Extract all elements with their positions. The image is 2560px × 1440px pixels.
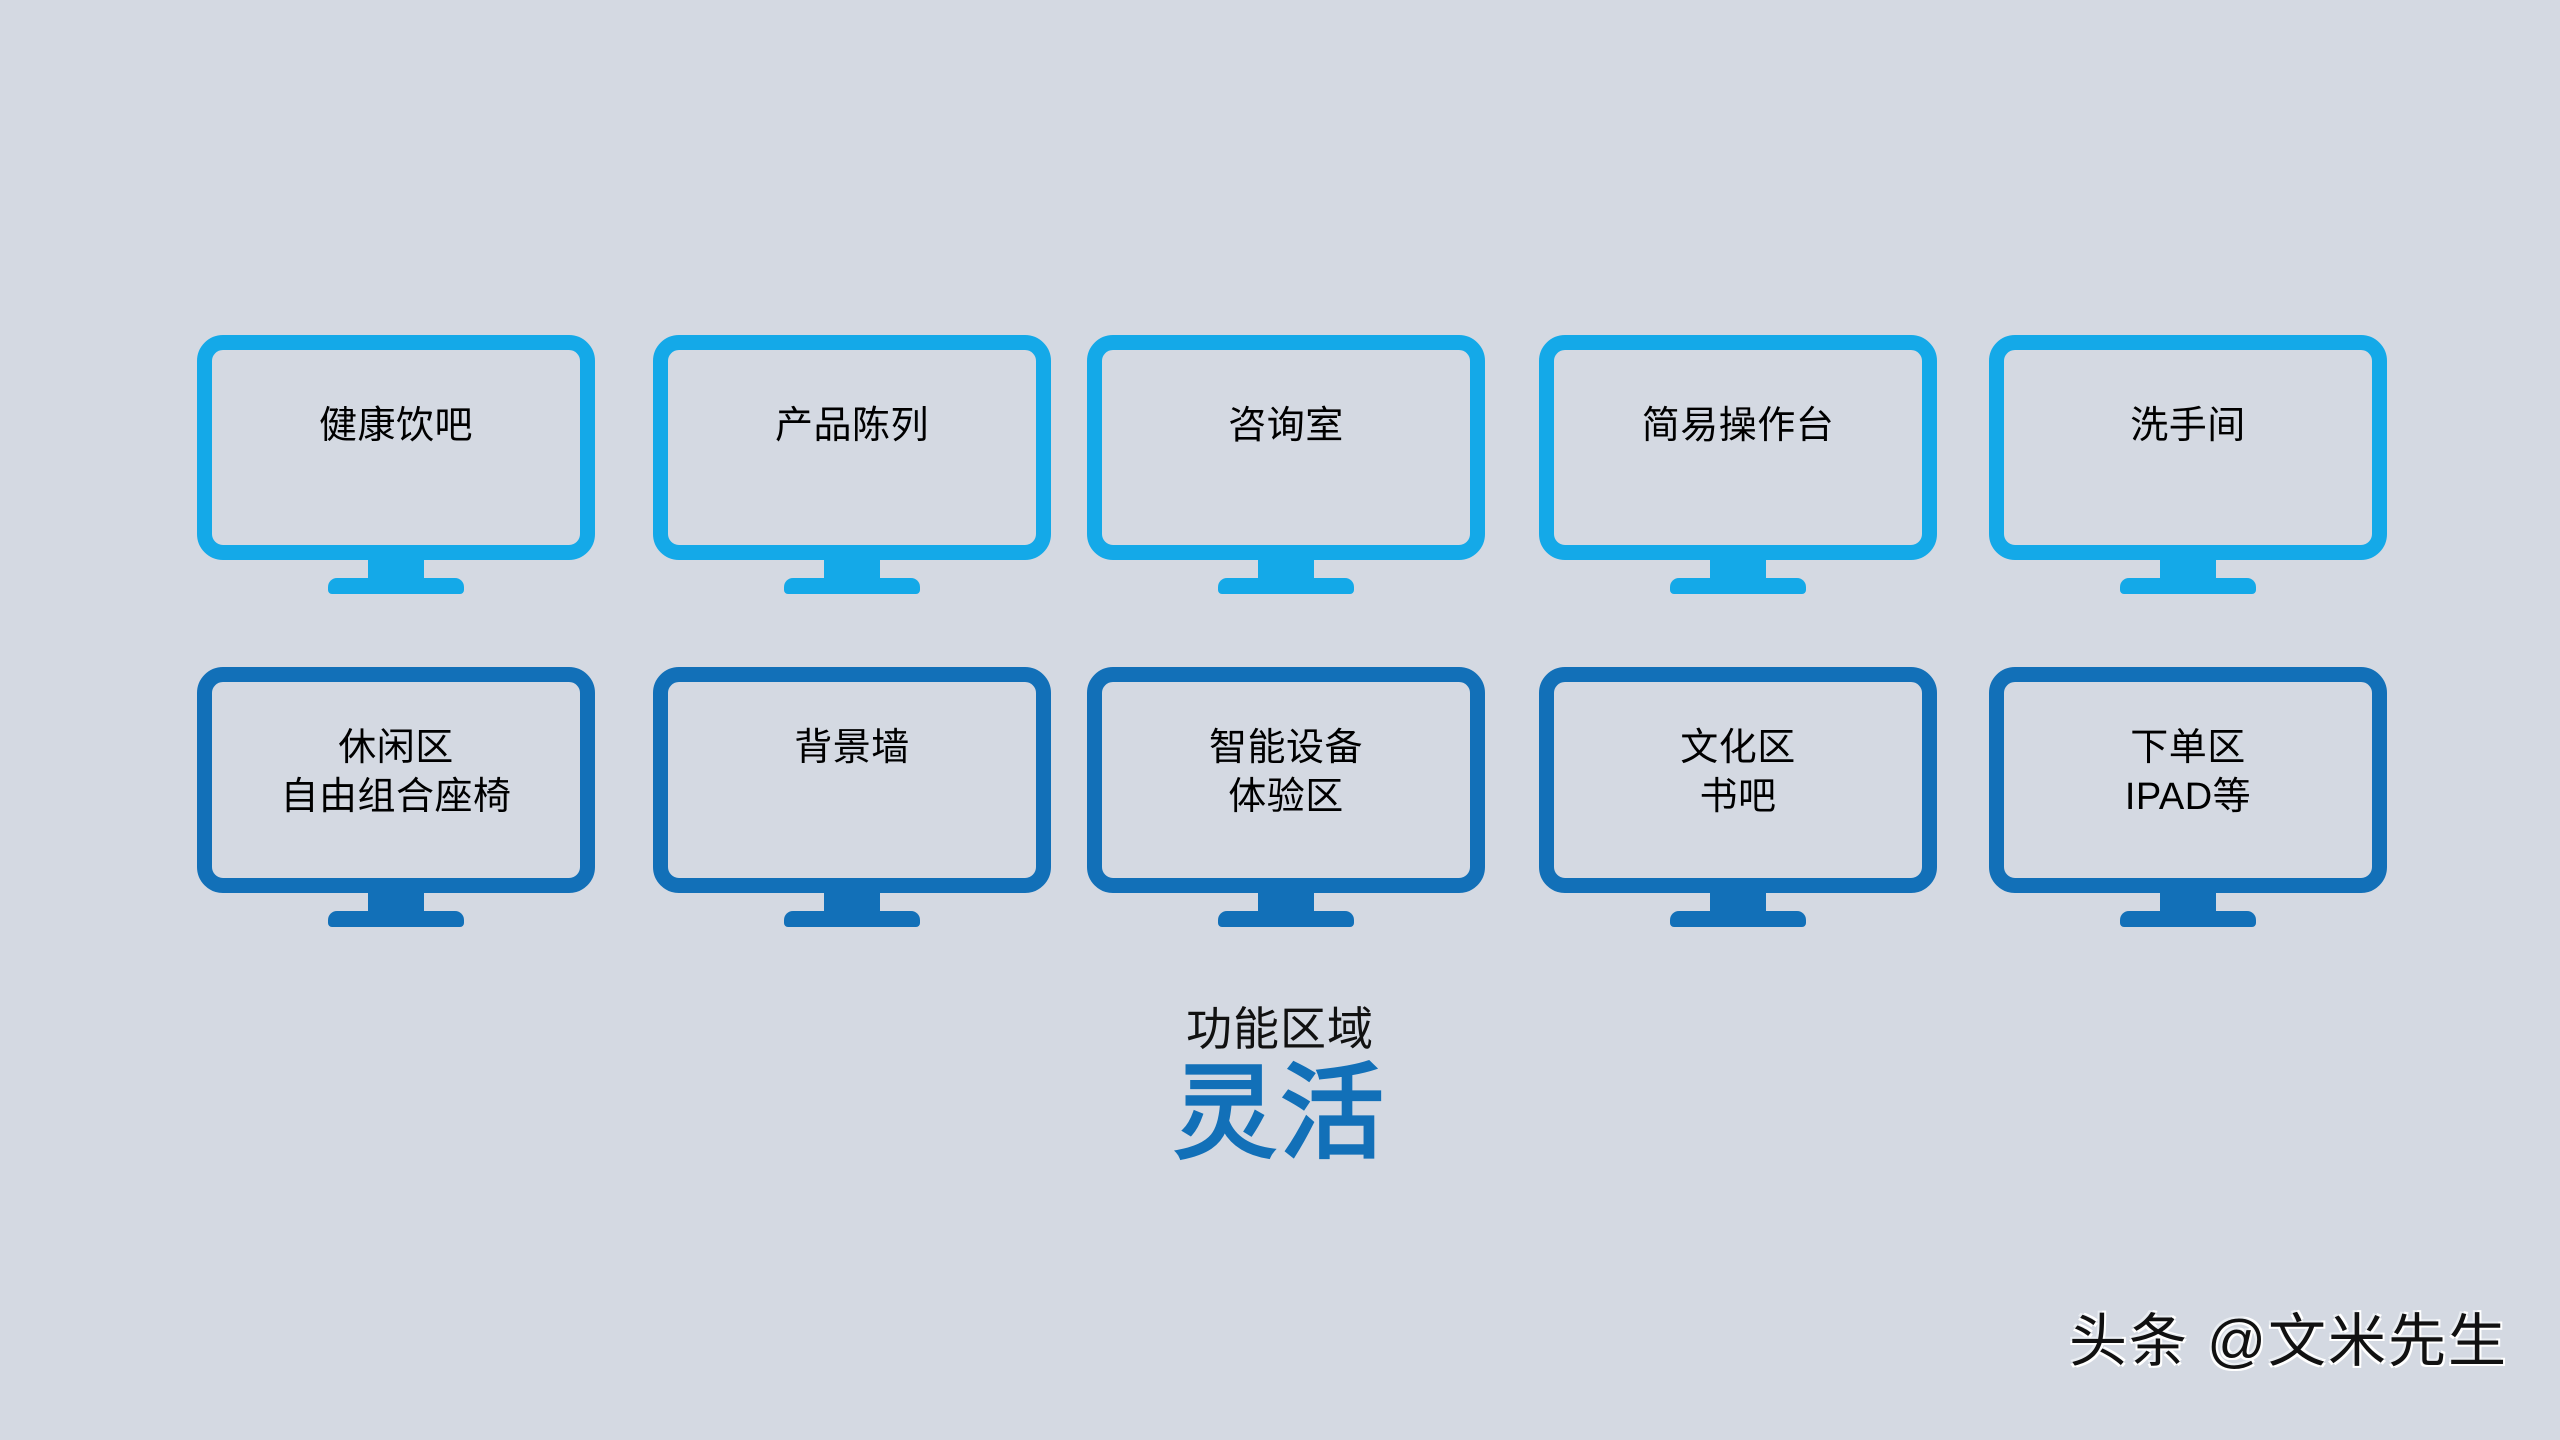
monitor-stand-base	[328, 578, 464, 594]
monitor-stand	[1989, 560, 2387, 596]
monitor-bezel: 简易操作台	[1539, 335, 1937, 560]
monitor-bezel: 咨询室	[1087, 335, 1485, 560]
monitor-stand	[1087, 893, 1485, 929]
watermark-text: 头条 @文米先生	[2069, 1309, 2508, 1374]
monitor-label: 洗手间	[2130, 405, 2246, 447]
monitor-stand	[1539, 893, 1937, 929]
monitor-card-r2c1[interactable]: 休闲区 自由组合座椅	[197, 667, 595, 929]
monitor-card-r2c4[interactable]: 文化区 书吧	[1539, 667, 1937, 929]
monitor-stand-base	[2120, 911, 2256, 927]
monitor-stand	[653, 560, 1051, 596]
monitor-label: 智能设备 体验区	[1208, 727, 1363, 819]
monitor-card-r1c3[interactable]: 咨询室	[1087, 335, 1485, 596]
monitor-stand-neck	[1710, 560, 1766, 580]
monitor-bezel: 休闲区 自由组合座椅	[197, 667, 595, 893]
monitor-bezel: 健康饮吧	[197, 335, 595, 560]
monitor-label: 下单区 IPAD等	[2124, 727, 2252, 819]
monitor-stand-base	[328, 911, 464, 927]
monitor-card-r1c2[interactable]: 产品陈列	[653, 335, 1051, 596]
monitor-stand	[653, 893, 1051, 929]
monitor-stand-neck	[1258, 893, 1314, 913]
monitor-stand-base	[1670, 911, 1806, 927]
monitor-card-r1c4[interactable]: 简易操作台	[1539, 335, 1937, 596]
monitor-card-r2c3[interactable]: 智能设备 体验区	[1087, 667, 1485, 929]
monitor-label: 健康饮吧	[318, 405, 473, 447]
monitor-stand-base	[784, 911, 920, 927]
monitor-stand-neck	[1710, 893, 1766, 913]
monitor-stand	[197, 893, 595, 929]
monitor-stand-base	[2120, 578, 2256, 594]
monitor-stand-neck	[824, 893, 880, 913]
monitor-stand-base	[1218, 578, 1354, 594]
monitor-stand	[197, 560, 595, 596]
monitor-card-r1c1[interactable]: 健康饮吧	[197, 335, 595, 596]
monitor-bezel: 洗手间	[1989, 335, 2387, 560]
monitor-bezel: 智能设备 体验区	[1087, 667, 1485, 893]
monitor-stand-neck	[2160, 560, 2216, 580]
monitor-stand-neck	[368, 560, 424, 580]
monitor-stand-base	[784, 578, 920, 594]
monitor-stand-neck	[2160, 893, 2216, 913]
monitor-stand-base	[1670, 578, 1806, 594]
monitor-label: 简易操作台	[1641, 405, 1835, 447]
monitor-card-r1c5[interactable]: 洗手间	[1989, 335, 2387, 596]
monitor-card-r2c5[interactable]: 下单区 IPAD等	[1989, 667, 2387, 929]
monitor-stand	[1989, 893, 2387, 929]
monitor-stand	[1539, 560, 1937, 596]
monitor-bezel: 产品陈列	[653, 335, 1051, 560]
caption-headline: 灵活	[1172, 1056, 1387, 1173]
monitor-bezel: 文化区 书吧	[1539, 667, 1937, 893]
monitor-bezel: 下单区 IPAD等	[1989, 667, 2387, 893]
caption-block: 功能区域 灵活	[0, 1005, 2560, 1176]
monitor-card-r2c2[interactable]: 背景墙	[653, 667, 1051, 929]
monitor-stand-base	[1218, 911, 1354, 927]
monitor-stand-neck	[824, 560, 880, 580]
monitor-label: 休闲区 自由组合座椅	[280, 727, 512, 819]
monitor-label: 产品陈列	[774, 405, 929, 447]
monitor-label: 文化区 书吧	[1680, 727, 1796, 819]
monitor-label: 背景墙	[794, 727, 910, 769]
monitor-label: 咨询室	[1228, 405, 1344, 447]
monitor-stand-neck	[1258, 560, 1314, 580]
monitor-stand	[1087, 560, 1485, 596]
monitor-stand-neck	[368, 893, 424, 913]
caption-subtitle: 功能区域	[1186, 1003, 1374, 1055]
monitor-bezel: 背景墙	[653, 667, 1051, 893]
